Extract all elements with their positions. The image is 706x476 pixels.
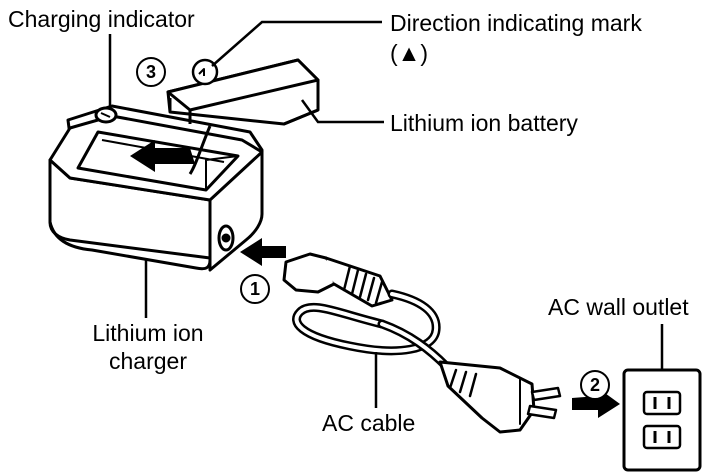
battery-icon	[166, 58, 320, 126]
wall-outlet-icon	[622, 368, 702, 472]
insert-arrow-icon	[130, 125, 212, 175]
battery-label: Lithium ion battery	[390, 110, 578, 136]
step-2-marker: 2	[580, 370, 610, 400]
step-1-marker: 1	[240, 274, 270, 304]
ac-cable-label: AC cable	[322, 410, 416, 436]
direction-mark-label: Direction indicating mark	[390, 10, 642, 36]
leader-lines	[108, 20, 664, 408]
plug-in-arrow-icon	[240, 238, 286, 266]
charger-icon	[48, 104, 264, 272]
ac-wall-outlet-label: AC wall outlet	[548, 294, 689, 320]
charging-indicator-label: Charging indicator	[8, 6, 195, 32]
ac-cable-icon	[282, 252, 562, 434]
charger-label-line2: charger	[109, 348, 187, 374]
charger-label-line1: Lithium ion	[92, 320, 204, 346]
step-3-marker: 3	[136, 57, 166, 87]
outlet-arrow-icon	[572, 388, 620, 418]
direction-mark-symbol-label: (▲)	[390, 40, 429, 66]
